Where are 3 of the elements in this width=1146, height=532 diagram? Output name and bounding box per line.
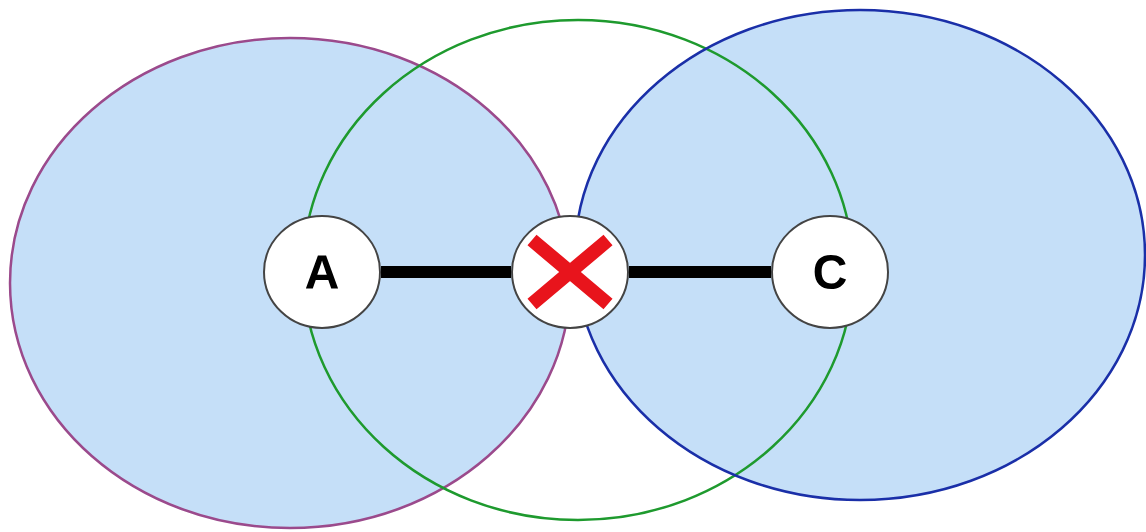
- connector-bar: [381, 266, 511, 278]
- connector-bar: [629, 266, 771, 278]
- crossed-circle: [511, 215, 629, 329]
